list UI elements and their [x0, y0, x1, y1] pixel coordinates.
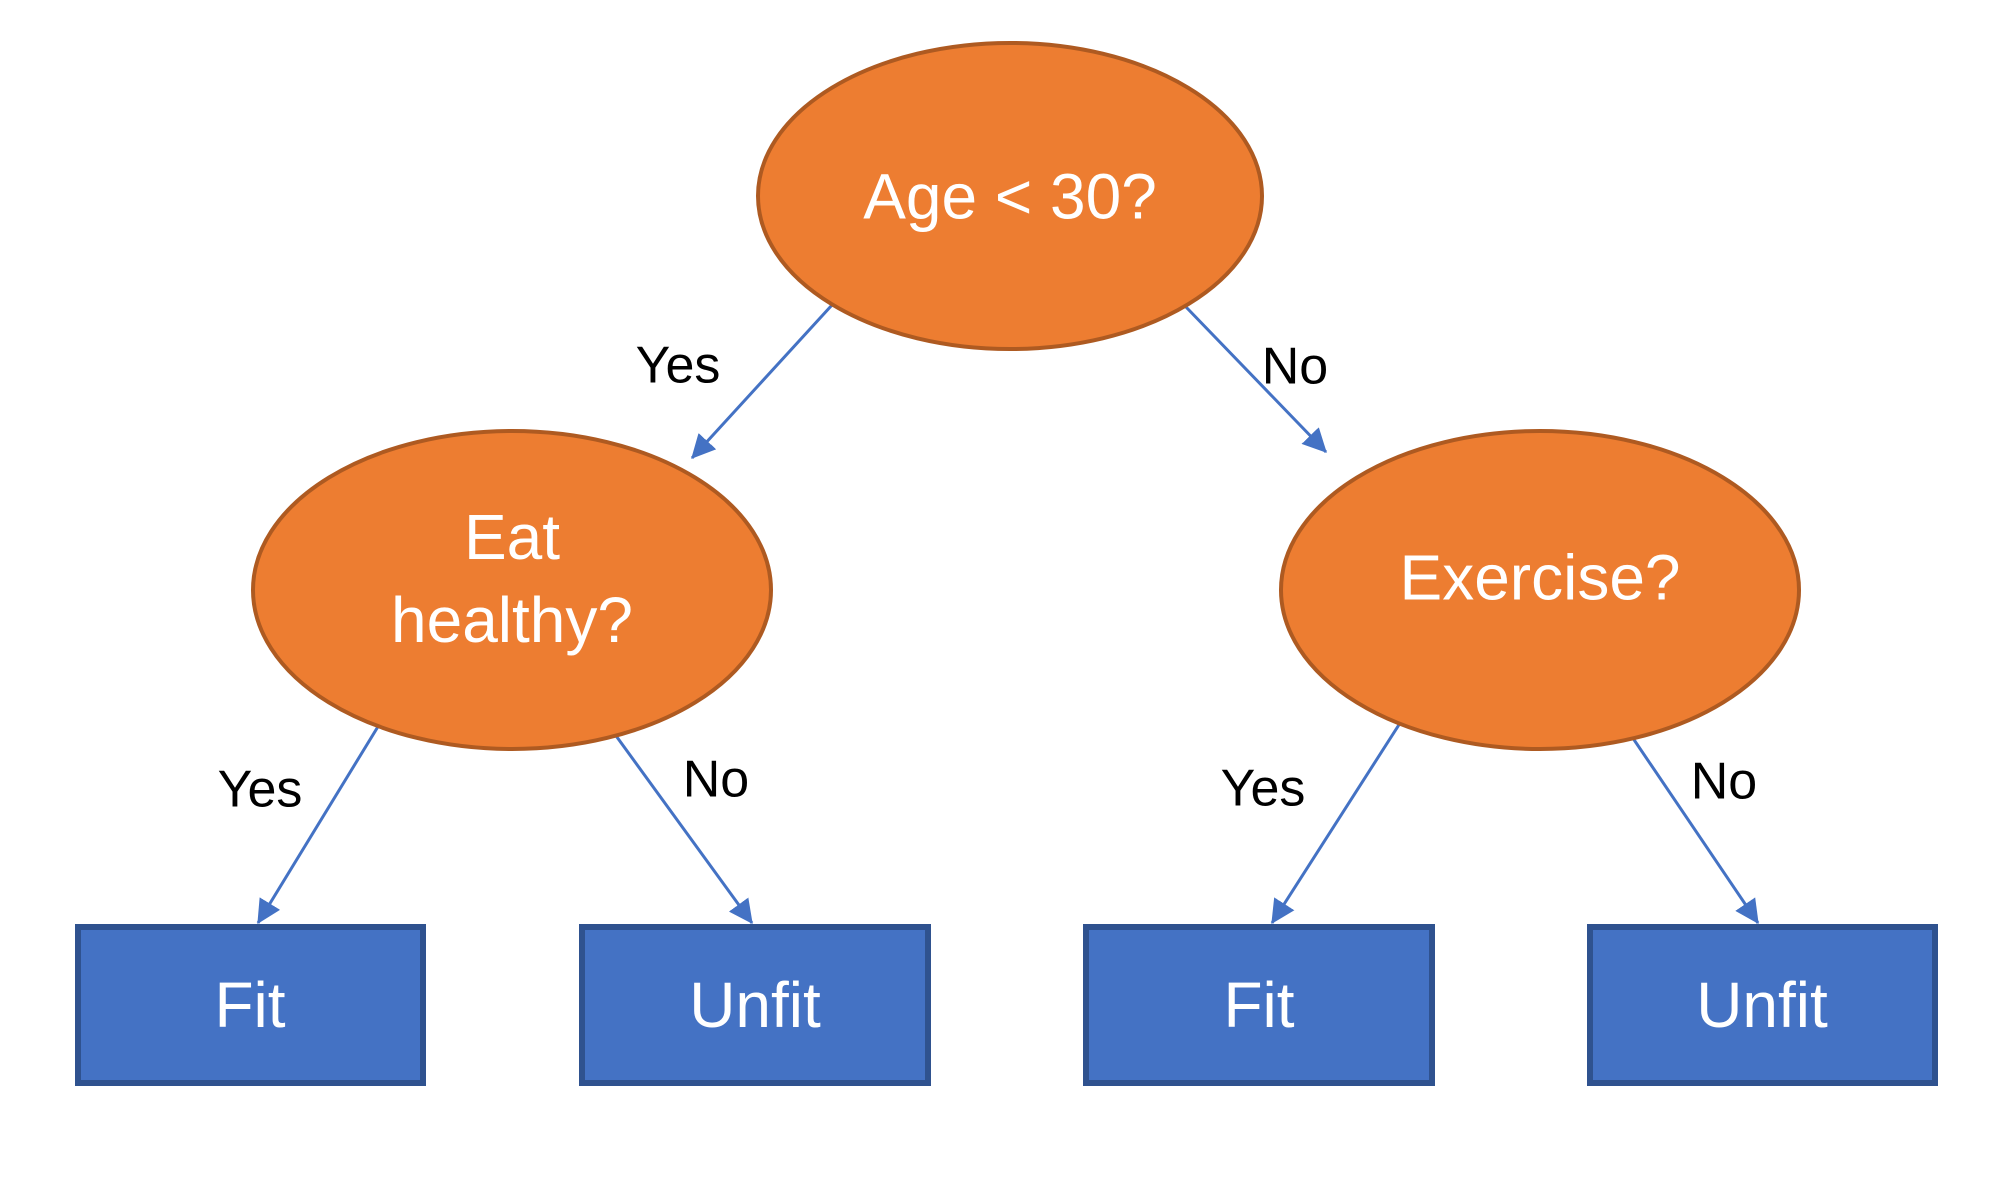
leaf-unfit-left-shape [579, 924, 931, 1086]
edge-age-yes-arrow [690, 303, 834, 460]
leaf-fit-left-shape [75, 924, 426, 1086]
edge-eat-healthy-no-arrow [604, 721, 754, 924]
edge-eat-healthy-yes-arrow [256, 719, 384, 925]
node-eat-healthy-shape [251, 429, 773, 751]
leaf-unfit-right-shape [1587, 924, 1938, 1086]
edge-age-no-arrow [1184, 305, 1328, 454]
edge-exercise-no-arrow [1620, 721, 1760, 924]
node-exercise-shape [1279, 429, 1801, 751]
leaf-fit-right-shape [1083, 924, 1435, 1086]
edge-exercise-yes-arrow [1270, 719, 1404, 925]
node-age-shape [756, 41, 1264, 351]
